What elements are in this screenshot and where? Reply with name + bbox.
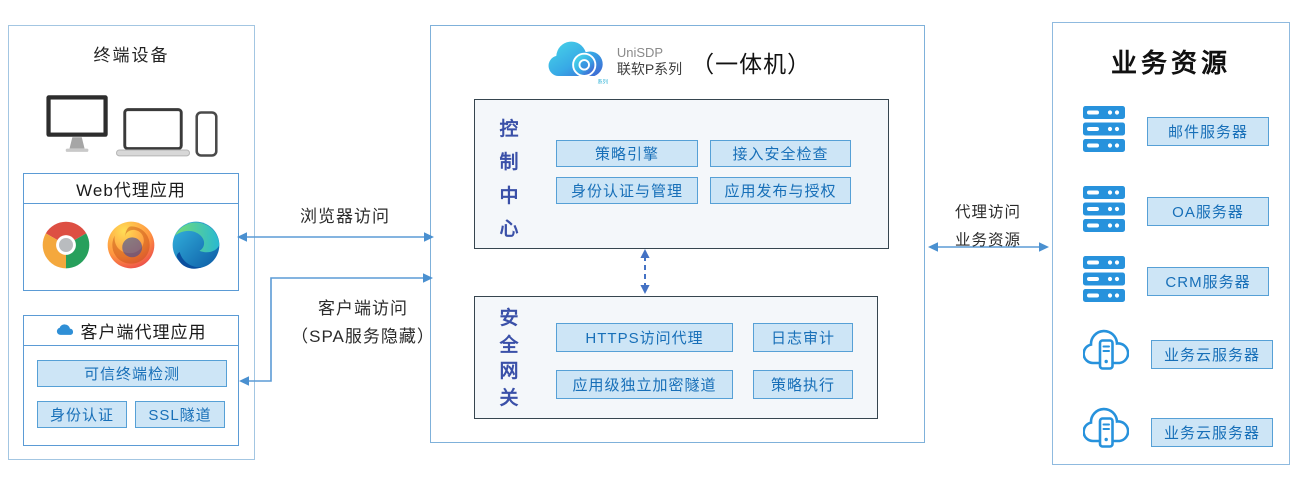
app-publish-authorization-item: 应用发布与授权 (710, 177, 851, 204)
log-audit-item: 日志审计 (753, 323, 853, 352)
crm-server-item: CRM服务器 (1147, 267, 1269, 296)
client-access-label-line2: （SPA服务隐藏） (291, 327, 435, 347)
resource-row: 邮件服务器 (1083, 106, 1269, 157)
cloud-server-icon (1082, 407, 1130, 458)
policy-enforcement-item: 策略执行 (753, 370, 853, 399)
oa-server-item: OA服务器 (1147, 197, 1269, 226)
unisdp-cloud-logo-icon: 系列 (544, 33, 608, 91)
panel-title: 终端设备 (93, 46, 170, 65)
phone-icon (195, 111, 218, 162)
proxy-access-label-line1: 代理访问 (954, 204, 1021, 221)
ssl-tunnel-item: SSL隧道 (135, 401, 225, 428)
logo-product-name: UniSDP (616, 45, 664, 61)
terminal-devices-panel: 终端设备 Web代理应用 (8, 25, 255, 460)
identity-auth-item: 身份认证 (37, 401, 127, 428)
rack-server-icon (1083, 256, 1125, 307)
browser-access-label: 浏览器访问 (300, 207, 390, 226)
panel-title: 业务资源 (1110, 48, 1231, 78)
identity-auth-management-item: 身份认证与管理 (556, 177, 698, 204)
control-center-title: 控制中心 (499, 119, 519, 240)
client-proxy-title: 客户端代理应用 (80, 323, 207, 342)
policy-engine-item: 策略引擎 (556, 140, 698, 167)
logo-series-name: 联软P系列 (616, 61, 683, 78)
client-proxy-app-box: 客户端代理应用 可信终端检测 身份认证 SSL隧道 (23, 315, 239, 446)
laptop-icon (116, 108, 190, 162)
resource-row: CRM服务器 (1083, 256, 1269, 307)
monitor-icon (45, 93, 111, 162)
firefox-icon (103, 217, 159, 278)
rack-server-icon (1083, 106, 1125, 157)
mini-cloud-icon (56, 321, 74, 341)
cloud-server-icon (1082, 329, 1130, 380)
resource-row: 业务云服务器 (1082, 329, 1273, 380)
browser-icons-group (24, 204, 238, 290)
mail-server-item: 邮件服务器 (1147, 117, 1269, 146)
web-proxy-app-box: Web代理应用 (23, 173, 239, 291)
https-access-proxy-item: HTTPS访问代理 (556, 323, 733, 352)
access-security-check-item: 接入安全检查 (710, 140, 851, 167)
business-cloud-server-item: 业务云服务器 (1151, 418, 1273, 447)
security-gateway-title: 安全网关 (499, 308, 519, 409)
proxy-access-label: 代理访问 业务资源 (930, 199, 1046, 255)
web-proxy-title: Web代理应用 (24, 174, 238, 204)
trusted-terminal-check-item: 可信终端检测 (37, 360, 227, 387)
logo-mini-text: 系列 (597, 78, 608, 86)
client-access-label: 客户端访问 （SPA服务隐藏） (283, 295, 443, 351)
security-gateway-box: 安全网关 HTTPS访问代理 日志审计 应用级独立加密隧道 策略执行 (474, 296, 878, 419)
control-center-box: 控制中心 策略引擎 接入安全检查 身份认证与管理 应用发布与授权 (474, 99, 889, 249)
resource-row: OA服务器 (1083, 186, 1269, 237)
unisdp-appliance-panel: 系列 UniSDP 联软P系列 （一体机） 控制中心 策略引擎 接入安全检查 身… (430, 25, 925, 443)
app-level-encrypted-tunnel-item: 应用级独立加密隧道 (556, 370, 733, 399)
client-access-label-line1: 客户端访问 (318, 299, 408, 318)
unisdp-header: 系列 UniSDP 联软P系列 （一体机） (431, 33, 924, 91)
rack-server-icon (1083, 186, 1125, 237)
business-cloud-server-item: 业务云服务器 (1151, 340, 1273, 369)
chrome-icon (38, 217, 94, 278)
business-resources-panel: 业务资源 邮件服务器 OA服务器 (1052, 22, 1290, 465)
resource-row: 业务云服务器 (1082, 407, 1273, 458)
appliance-suffix: （一体机） (691, 51, 812, 77)
device-icons-group (9, 82, 254, 162)
proxy-access-label-line2: 业务资源 (954, 231, 1021, 249)
edge-icon (168, 217, 224, 278)
browser-access-arrow (237, 232, 434, 242)
